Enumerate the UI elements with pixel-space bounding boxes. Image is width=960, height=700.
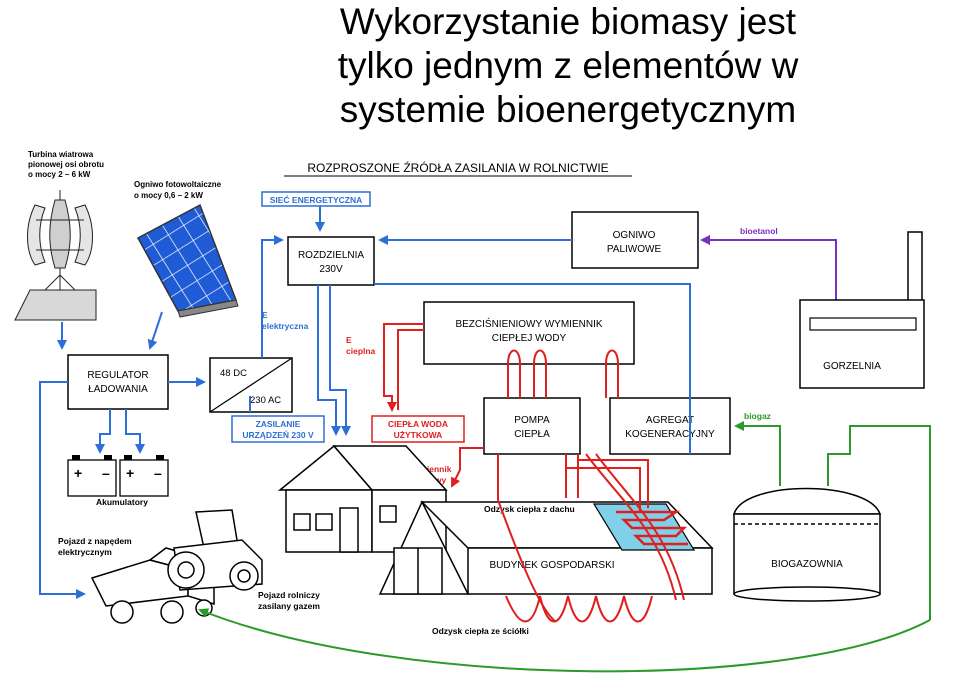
power-supply-line1: ZASILANIE (256, 419, 301, 429)
floor-heat-label: Odzysk ciepła ze ściółki (432, 626, 529, 636)
inverter-diagonal (209, 357, 293, 413)
heat-pump-box (483, 397, 581, 455)
battery-right-minus: – (154, 465, 162, 481)
power-supply-box (231, 415, 325, 443)
electric-energy-line2: elektryczna (262, 321, 309, 331)
gas-tractor-line2: zasilany gazem (258, 601, 320, 611)
charge-regulator-box (67, 354, 169, 410)
pv-label: Ogniwo fotowoltaiczne o mocy 0,6 – 2 kW (134, 180, 222, 200)
heat-exchanger-line1: BEZCIŚNIENIOWY WYMIENNIK (455, 317, 602, 330)
roof-heat-label: Odzysk ciepła z dachu (484, 504, 575, 514)
wind-turbine-label-line2: pionowej osi obrotu (28, 160, 104, 169)
title-line-1: Wykorzystanie biomasy jest (340, 1, 797, 42)
heat-pump-line2: CIEPŁA (514, 429, 550, 440)
title-line-2: tylko jednym z elementów w (338, 45, 799, 86)
diagram-header: ROZPROSZONE ŹRÓDŁA ZASILANIA W ROLNICTWI… (307, 160, 608, 175)
fuel-cell-box (571, 211, 699, 269)
electric-energy-line1: E (262, 310, 268, 320)
wind-turbine-icon (14, 190, 97, 321)
electric-vehicle-line2: elektrycznym (58, 547, 112, 557)
hot-water-line2: UŻYTKOWA (394, 430, 443, 440)
bioethanol-line (700, 235, 837, 300)
heat-energy-line1: E (346, 335, 352, 345)
battery-left-plus: + (74, 465, 82, 481)
cogeneration-line2: KOGENERACYJNY (625, 429, 715, 440)
heat-pump-line1: POMPA (514, 415, 550, 426)
distribution-box (287, 236, 375, 286)
cogeneration-box (609, 397, 731, 455)
distribution-line2: 230V (319, 264, 343, 275)
pv-label-line1: Ogniwo fotowoltaiczne (134, 180, 222, 189)
bioethanol-label: bioetanol (740, 226, 778, 236)
biogas-plant-label: BIOGAZOWNIA (771, 559, 843, 570)
distillery-label: GORZELNIA (823, 361, 881, 372)
battery-icon-left (67, 455, 117, 497)
hot-water-line1: CIEPŁA WODA (388, 419, 448, 429)
wind-turbine-label-line1: Turbina wiatrowa (28, 150, 94, 159)
solar-panel-icon (136, 203, 239, 318)
cogeneration-line1: AGREGAT (646, 415, 694, 426)
fuel-cell-line2: PALIWOWE (607, 244, 662, 255)
heat-exchanger-line2: CIEPŁEJ WODY (492, 333, 567, 344)
pv-label-line2: o mocy 0,6 – 2 kW (134, 191, 203, 200)
gas-tractor-line1: Pojazd rolniczy (258, 590, 320, 600)
red-connections (383, 323, 685, 623)
fuel-cell-line1: OGNIWO (613, 230, 656, 241)
biogas-label: biogaz (744, 411, 771, 421)
battery-icon-right (119, 455, 169, 497)
ground-exchanger-line1: wymiennik (407, 464, 452, 474)
charge-regulator-line2: ŁADOWANIA (88, 384, 148, 395)
heat-exchanger-box (423, 301, 635, 365)
inverter-line1: 48 DC (220, 368, 247, 379)
battery-right-plus: + (126, 465, 134, 481)
farm-building-label: BUDYNEK GOSPODARSKI (489, 560, 614, 571)
charge-regulator-line1: REGULATOR (87, 370, 148, 381)
grid-box (261, 191, 371, 207)
grid-label: SIEĆ ENERGETYCZNA (270, 194, 363, 205)
distillery-icon (799, 231, 925, 389)
tractor-icon (167, 509, 263, 591)
title-line-3: systemie bioenergetycznym (340, 89, 797, 130)
wind-turbine-label-line3: o mocy 2 – 6 kW (28, 170, 91, 179)
distribution-line1: ROZDZIELNIA (298, 250, 364, 261)
battery-left-minus: – (102, 465, 110, 481)
electric-vehicle-line1: Pojazd z napędem (58, 536, 132, 546)
inverter-line2: 230 AC (250, 395, 281, 406)
hot-water-box (371, 415, 465, 443)
biogas-plant-icon (732, 487, 882, 602)
batteries-label: Akumulatory (96, 497, 148, 507)
blue-connections (39, 206, 691, 599)
green-connections (198, 421, 931, 673)
wind-turbine-label: Turbina wiatrowa pionowej osi obrotu o m… (28, 150, 104, 179)
heat-energy-line2: cieplna (346, 346, 376, 356)
power-supply-line2: URZĄDZEŃ 230 V (242, 430, 314, 440)
